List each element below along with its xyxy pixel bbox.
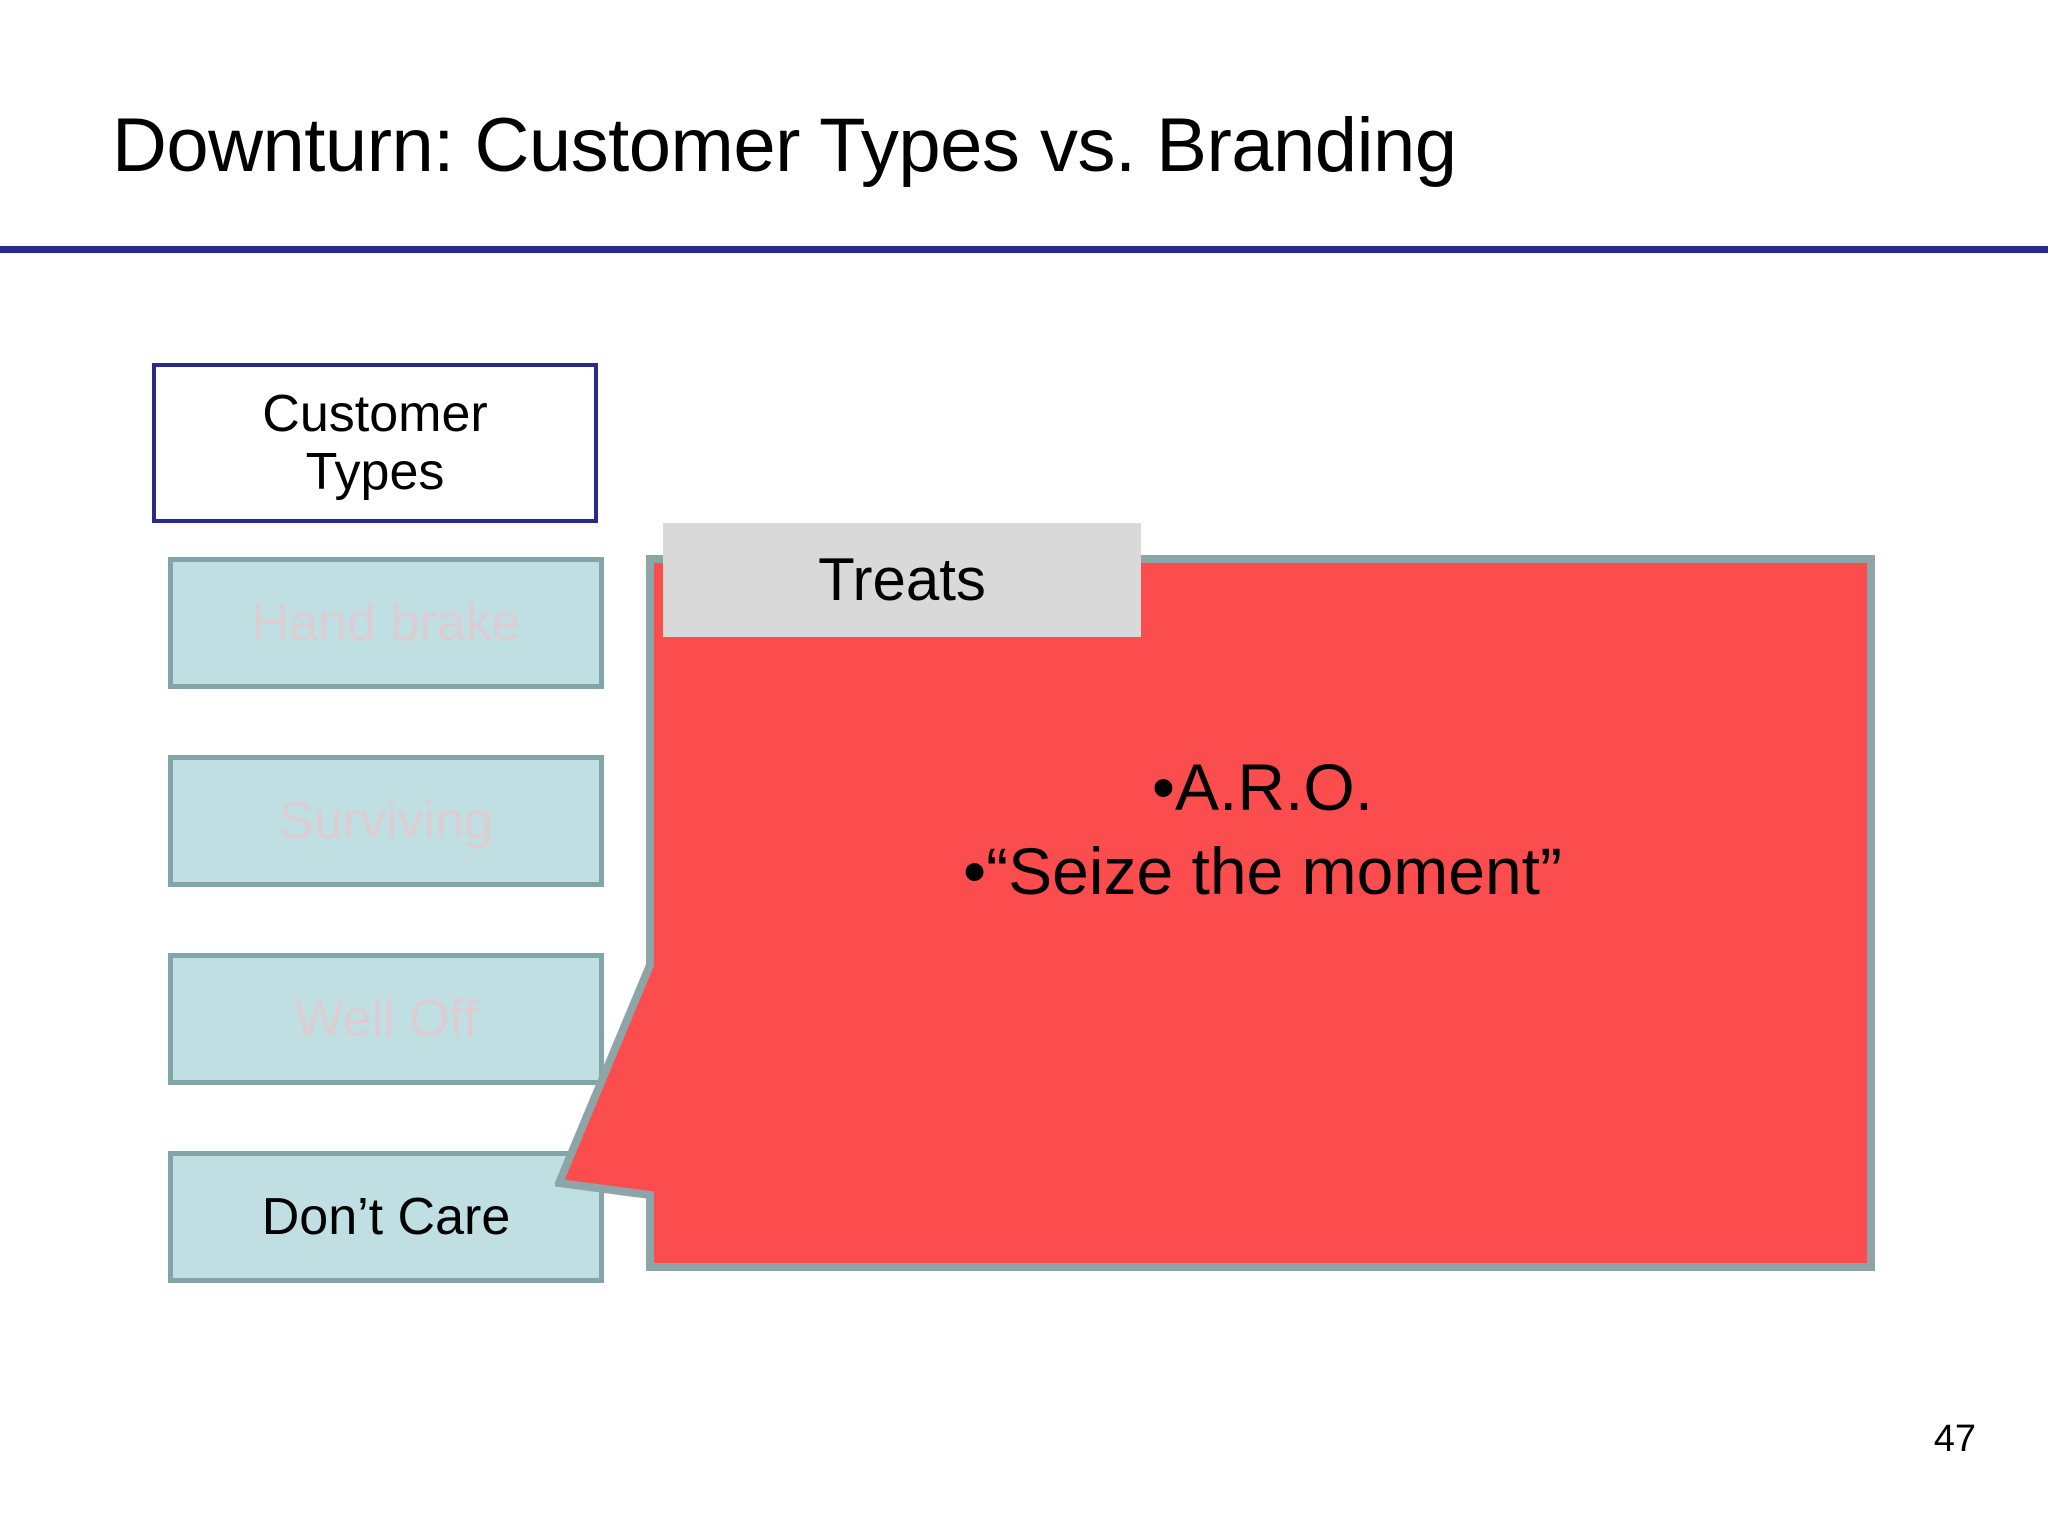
treats-banner-label: Treats [818, 546, 986, 613]
customer-types-header-label: Customer Types [262, 385, 487, 501]
customer-type-box-hand-brake[interactable]: Hand brake [168, 557, 604, 689]
customer-types-header-line1: Customer [262, 384, 488, 443]
treats-banner: Treats [663, 523, 1141, 637]
customer-type-label: Hand brake [251, 594, 521, 652]
callout-balloon: •A.R.O. •“Seize the moment” [555, 555, 1875, 1271]
customer-types-header-line2: Types [305, 443, 445, 501]
page-title: Downturn: Customer Types vs. Branding [112, 103, 1457, 188]
page-number: 47 [1933, 1418, 1976, 1460]
customer-type-label: Surviving [279, 792, 493, 850]
customer-type-box-well-off[interactable]: Well Off [168, 953, 604, 1085]
customer-types-header-box: Customer Types [152, 363, 598, 523]
customer-type-label: Don’t Care [261, 1188, 511, 1246]
customer-type-label: Well Off [294, 990, 478, 1048]
customer-type-box-dont-care[interactable]: Don’t Care [168, 1151, 604, 1283]
callout-shape-icon [555, 555, 1875, 1271]
customer-type-box-surviving[interactable]: Surviving [168, 755, 604, 887]
title-divider [0, 246, 2048, 253]
